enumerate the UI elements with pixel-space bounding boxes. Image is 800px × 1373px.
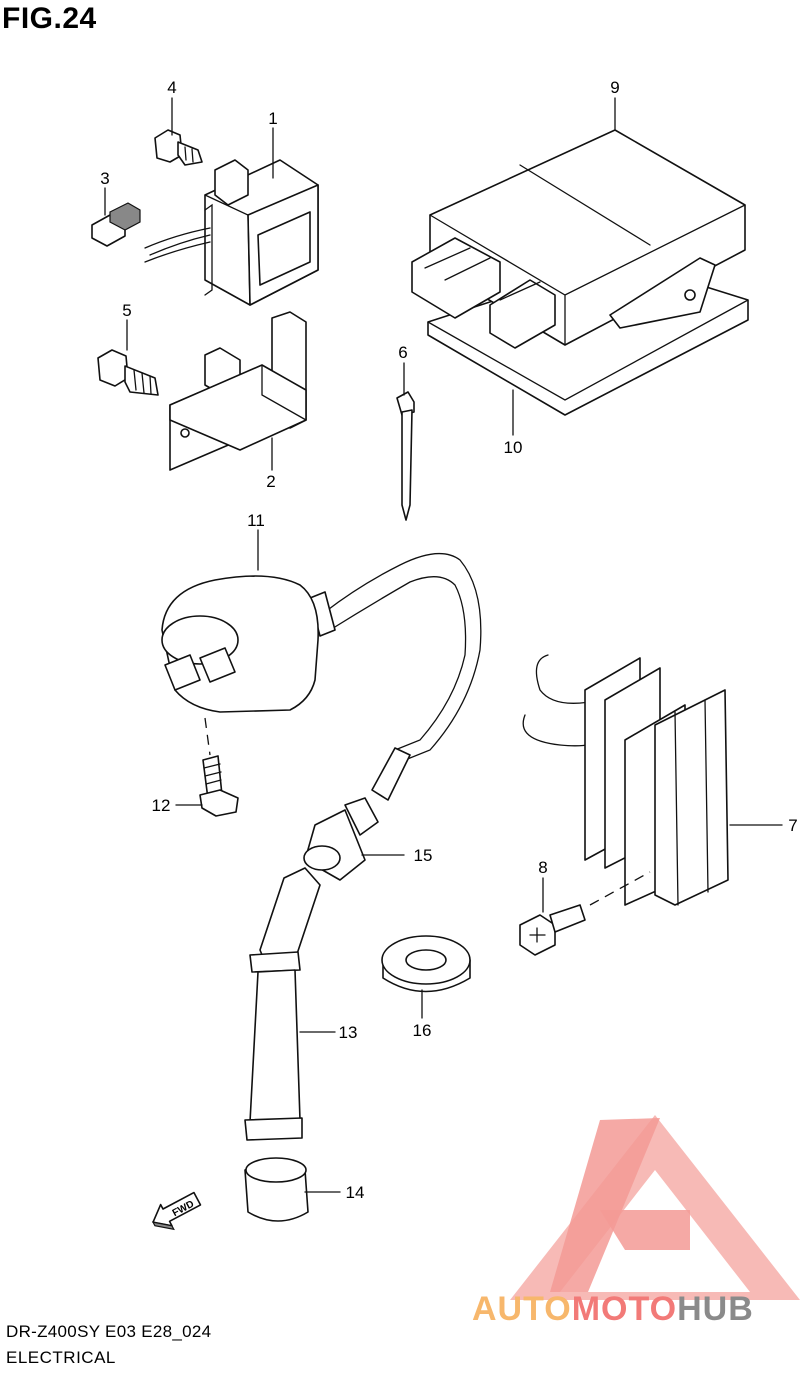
callout-1: 1 (268, 109, 277, 128)
leader-lines (104, 97, 783, 1193)
watermark-moto: MOTO (571, 1290, 678, 1328)
callout-16: 16 (413, 1021, 432, 1040)
part-14-cap (244, 1157, 309, 1222)
callout-4: 4 (167, 78, 176, 97)
callout-2: 2 (266, 472, 275, 491)
part-15-connector (303, 797, 379, 881)
part-4-bolt (154, 129, 203, 166)
callout-14: 14 (346, 1183, 365, 1202)
callout-13: 13 (339, 1023, 358, 1042)
watermark-text: AUTOMOTOHUB (472, 1290, 754, 1329)
part-5-bolt (97, 349, 159, 396)
watermark-hub: HUB (677, 1290, 754, 1328)
part-6-cable-tie (396, 391, 415, 521)
watermark-auto: AUTO (472, 1290, 572, 1328)
callout-6: 6 (398, 343, 407, 362)
callout-15: 15 (414, 846, 433, 865)
watermark-logo (510, 1115, 800, 1300)
part-16-grommet (381, 935, 471, 993)
model-code: DR-Z400SY E03 E28_024 (6, 1322, 212, 1341)
part-3-cap (91, 202, 141, 247)
part-12-bolt (199, 755, 239, 817)
callout-9: 9 (610, 78, 619, 97)
part-7-regulator (522, 654, 729, 906)
part-11-ignition-coil (161, 552, 482, 801)
part-2-bracket (169, 311, 307, 471)
callout-8: 8 (538, 858, 547, 877)
callout-labels: 1 2 3 4 5 6 7 8 9 10 11 12 13 14 15 16 (100, 78, 797, 1202)
callout-10: 10 (504, 438, 523, 457)
fwd-label: FWD (171, 1199, 196, 1219)
section-name: ELECTRICAL (6, 1348, 116, 1367)
callout-3: 3 (100, 169, 109, 188)
part-8-screw (519, 904, 586, 956)
part-13-plug-cap (244, 867, 321, 1141)
callout-12: 12 (152, 796, 171, 815)
callout-5: 5 (122, 301, 131, 320)
part-9-cdi-unit (411, 129, 746, 349)
fwd-arrow-icon: FWD (151, 1191, 202, 1231)
part-1-relay (144, 159, 319, 306)
figure-title: FIG.24 (2, 2, 97, 35)
callout-7: 7 (788, 816, 797, 835)
callout-11: 11 (247, 511, 265, 530)
